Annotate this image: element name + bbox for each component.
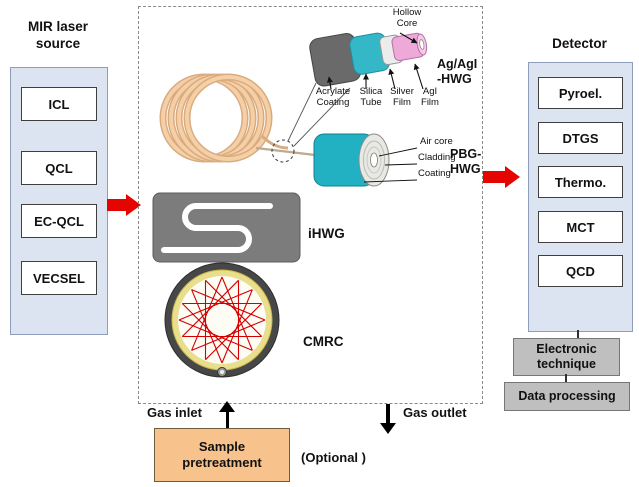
cmrc-cell-icon [164,262,280,378]
laser-box-icl: ICL [21,87,97,121]
laser-box-vecsel: VECSEL [21,261,97,295]
pbg-fiber-icon [313,133,418,187]
agi-film-label: AgI Film [421,86,439,108]
detector-box-thermo: Thermo. [538,166,623,198]
fiber-zoom-indicator [255,82,351,163]
acrylate-coating-label: Acrylate Coating [315,86,351,108]
detector-title: Detector [552,36,607,51]
data-processing-box: Data processing [504,382,630,411]
cmrc-name: CMRC [303,334,344,349]
electronics-to-processing-line [565,374,567,382]
electronic-technique-box: Electronic technique [513,338,620,376]
agagi-hwg-cross-section-icon [309,32,428,87]
laser-box-qcl: QCL [21,151,97,185]
laser-box-ec-qcl: EC-QCL [21,204,97,238]
detector-box-pyroel: Pyroel. [538,77,623,109]
cladding-label: Cladding [418,152,456,163]
ihwg-chip-icon [152,192,301,263]
detector-box-mct: MCT [538,211,623,243]
center-illustrations [152,32,428,378]
coating-label: Coating [418,168,451,179]
gas-outlet-label: Gas outlet [403,405,467,420]
sample-pretreatment-box: Sample pretreatment [154,428,290,482]
hollow-core-label: Hollow Core [392,7,422,29]
optional-label: (Optional ) [301,450,366,465]
silver-film-label: Silver Film [390,86,414,108]
air-core-label: Air core [420,136,453,147]
gas-inlet-label: Gas inlet [147,405,202,420]
layer-pointer-arrows [326,32,424,90]
silica-tube-label: Silica Tube [359,86,383,108]
ihwg-name: iHWG [308,226,345,241]
detector-to-electronics-line [577,330,579,338]
fiber-coil-icon [159,73,289,163]
agagi-hwg-name: Ag/AgI -HWG [437,57,478,86]
mir-laser-source-title: MIR laser source [27,19,89,51]
laser-beam-pattern [178,276,266,364]
pbg-hwg-name: PBG- HWG [450,147,482,176]
detector-box-dtgs: DTGS [538,122,623,154]
detector-box-qcd: QCD [538,255,623,287]
gas-cell-dashed-box [138,6,483,404]
